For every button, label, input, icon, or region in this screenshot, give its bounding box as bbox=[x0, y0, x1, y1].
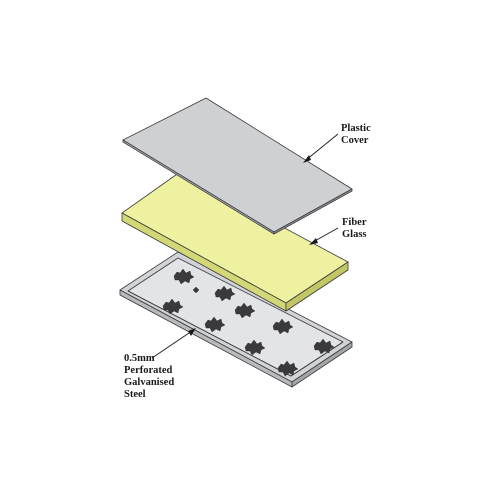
perforation bbox=[214, 285, 236, 302]
leader-arrowhead bbox=[309, 238, 318, 245]
steel-tray-inner-lip bbox=[127, 290, 344, 377]
perforation bbox=[192, 286, 200, 294]
perforation bbox=[234, 302, 256, 319]
leader-arrowhead bbox=[303, 155, 311, 163]
label-line: Plastic bbox=[341, 123, 371, 134]
perforation bbox=[272, 318, 294, 335]
perforation bbox=[204, 316, 226, 333]
perforations bbox=[162, 268, 335, 377]
fiber-glass-right-face bbox=[285, 261, 349, 312]
leader-line bbox=[312, 227, 339, 243]
label-plastic-cover: Plastic Cover bbox=[341, 123, 373, 146]
callout-plastic-cover: Plastic Cover bbox=[303, 123, 373, 163]
label-perforated-steel: 0.5mm Perforated Galvanised Steel bbox=[124, 353, 177, 400]
perforation bbox=[162, 298, 184, 315]
perforation bbox=[277, 360, 299, 377]
plastic-cover-right-edge bbox=[273, 188, 353, 235]
steel-tray-right-wall bbox=[291, 341, 353, 388]
fiber-glass-slab bbox=[121, 171, 349, 312]
steel-tray bbox=[119, 251, 353, 388]
perforation bbox=[173, 268, 195, 285]
label-line: Glass bbox=[342, 229, 367, 240]
label-line: Fiber bbox=[342, 217, 367, 228]
callout-perforated-steel: 0.5mm Perforated Galvanised Steel bbox=[124, 328, 196, 400]
perforation bbox=[313, 338, 335, 355]
label-fiber-glass: Fiber Glass bbox=[342, 217, 369, 240]
label-line: 0.5mm bbox=[124, 353, 155, 364]
label-line: Perforated bbox=[124, 365, 173, 376]
leader-line bbox=[305, 133, 339, 161]
leader-arrowhead bbox=[188, 328, 196, 336]
label-line: Steel bbox=[124, 389, 146, 400]
callout-fiber-glass: Fiber Glass bbox=[309, 217, 369, 245]
label-line: Galvanised bbox=[124, 377, 174, 388]
perforation bbox=[244, 339, 266, 356]
leader-line bbox=[151, 330, 193, 359]
plastic-cover-sheet bbox=[122, 97, 353, 235]
label-line: Cover bbox=[341, 135, 369, 146]
